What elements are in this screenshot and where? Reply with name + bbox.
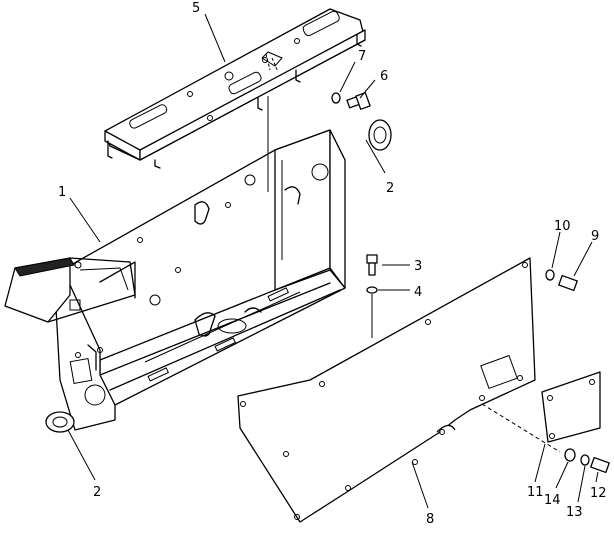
alignment-line-cover-fasteners	[481, 403, 561, 453]
part-washer-4	[366, 286, 378, 294]
part-bolt-3	[366, 254, 378, 276]
callout-7: 7	[358, 49, 366, 64]
callout-6: 6	[380, 69, 388, 84]
callout-4: 4	[414, 285, 422, 300]
leader-lines	[67, 13, 599, 509]
callout-5: 5	[192, 1, 200, 16]
part-bolt-6	[346, 92, 371, 110]
part-main-frame	[4, 129, 346, 431]
callout-1: 1	[58, 185, 66, 200]
part-small-plate-11	[541, 371, 601, 443]
part-lockwasher-13	[580, 454, 590, 466]
part-washer-10	[545, 269, 555, 281]
callout-2-lower: 2	[93, 485, 101, 500]
callout-2-upper: 2	[386, 181, 394, 196]
callout-13: 13	[566, 505, 583, 520]
callout-3: 3	[414, 259, 422, 274]
callout-11: 11	[527, 485, 544, 500]
callout-labels: 1 2 2 3 4 5 6 7 8 9 10 11 12 13 14	[58, 1, 607, 527]
part-side-cover-panel	[237, 257, 536, 523]
callout-14: 14	[544, 493, 561, 508]
callout-8: 8	[426, 512, 434, 527]
callout-9: 9	[591, 229, 599, 244]
small-hardware-on-frame	[45, 119, 392, 433]
part-washer-7	[331, 92, 341, 104]
part-top-cover-plate	[104, 8, 366, 169]
callout-10: 10	[554, 219, 571, 234]
part-bolt-9	[558, 274, 578, 292]
part-bolt-12	[590, 456, 610, 474]
part-washer-14	[564, 448, 576, 462]
callout-12: 12	[590, 486, 607, 501]
